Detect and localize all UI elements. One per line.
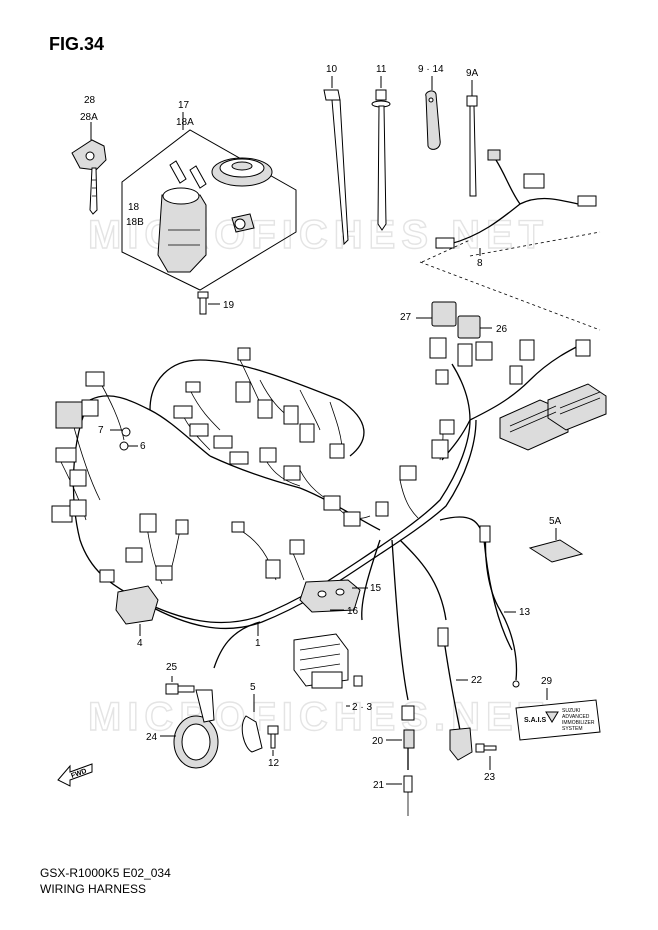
callout-10: 10 xyxy=(326,64,338,75)
model-code: GSX-R1000K5 E02_034 xyxy=(40,866,171,880)
callout-1: 1 xyxy=(255,638,261,649)
callout-5A: 5A xyxy=(549,516,562,527)
clip-11 xyxy=(371,76,391,231)
bolt-25 xyxy=(165,676,195,695)
sais-label-line4: SYSTEM xyxy=(562,726,583,732)
horn-24 xyxy=(160,689,219,769)
callout-12: 12 xyxy=(268,758,280,769)
callout-20: 20 xyxy=(372,736,384,747)
callout-16: 16 xyxy=(347,606,359,617)
callout-21: 21 xyxy=(373,780,385,791)
tie-10 xyxy=(323,76,349,246)
clamp-9-14 xyxy=(425,76,441,150)
clamp-5 xyxy=(241,694,263,753)
harness-clamp-4 xyxy=(115,585,159,636)
relay-26 xyxy=(457,315,492,339)
callout-15: 15 xyxy=(370,583,382,594)
callout-27: 27 xyxy=(400,312,412,323)
callout-6: 6 xyxy=(140,441,146,452)
callout-28: 28 xyxy=(84,95,96,106)
sais-label-line3: IMMOBILIZER xyxy=(562,720,595,726)
callout-29: 29 xyxy=(541,676,553,687)
screw-23 xyxy=(475,743,497,770)
callout-19: 19 xyxy=(223,300,235,311)
bolt-19 xyxy=(197,291,220,315)
figure-name: WIRING HARNESS xyxy=(40,882,147,896)
callout-2-3: 2 · 3 xyxy=(352,702,372,713)
sais-label-text: S.A.I.S xyxy=(524,717,547,724)
relay-27 xyxy=(416,301,457,327)
callout-7: 7 xyxy=(98,425,104,436)
callout-26: 26 xyxy=(496,324,508,335)
sais-label-line2: ADVANCED xyxy=(562,714,590,720)
tie-9A xyxy=(466,80,478,197)
ignition-switch-set xyxy=(121,112,297,291)
callout-28A: 28A xyxy=(80,112,98,123)
sais-label-line1: SUZUKI xyxy=(562,708,580,714)
fwd-arrow: FWD xyxy=(57,763,93,787)
sub-harness-8 xyxy=(421,149,601,263)
callout-17: 17 xyxy=(178,100,190,111)
lead-wire-13 xyxy=(479,525,520,688)
callout-18B: 18B xyxy=(126,217,144,228)
main-wiring-harness-1 xyxy=(59,339,591,701)
callout-4: 4 xyxy=(137,638,143,649)
callout-8: 8 xyxy=(477,258,483,269)
bracket-15 xyxy=(299,579,368,613)
callout-13: 13 xyxy=(519,607,531,618)
callout-9A: 9A xyxy=(466,68,479,79)
label-card-5A xyxy=(528,528,584,563)
ignition-key xyxy=(71,122,107,215)
callout-9-14: 9 · 14 xyxy=(418,64,444,75)
callout-11: 11 xyxy=(376,64,387,75)
clamp-6 xyxy=(119,441,129,451)
screw-12 xyxy=(267,725,279,756)
fuse-box-2-3 xyxy=(293,633,363,707)
fuse-21 xyxy=(386,775,413,816)
sensor-20 xyxy=(386,705,415,770)
callout-23: 23 xyxy=(484,772,496,783)
sensor-lead-22 xyxy=(437,627,473,761)
clamp-7 xyxy=(121,427,131,437)
fwd-label: FWD xyxy=(70,768,87,780)
harness-connectors xyxy=(51,337,607,583)
callout-18A: 18A xyxy=(176,117,194,128)
callout-5: 5 xyxy=(250,682,256,693)
callout-18: 18 xyxy=(128,202,140,213)
sais-label-29: S.A.I.S SUZUKI ADVANCED IMMOBILIZER SYST… xyxy=(515,688,601,741)
watermark-bottom: MICROFICHES.NET xyxy=(88,695,549,739)
figure-title: FIG.34 xyxy=(49,34,105,54)
callout-25: 25 xyxy=(166,662,178,673)
callout-22: 22 xyxy=(471,675,483,686)
callout-24: 24 xyxy=(146,732,158,743)
reference-line xyxy=(419,261,601,331)
